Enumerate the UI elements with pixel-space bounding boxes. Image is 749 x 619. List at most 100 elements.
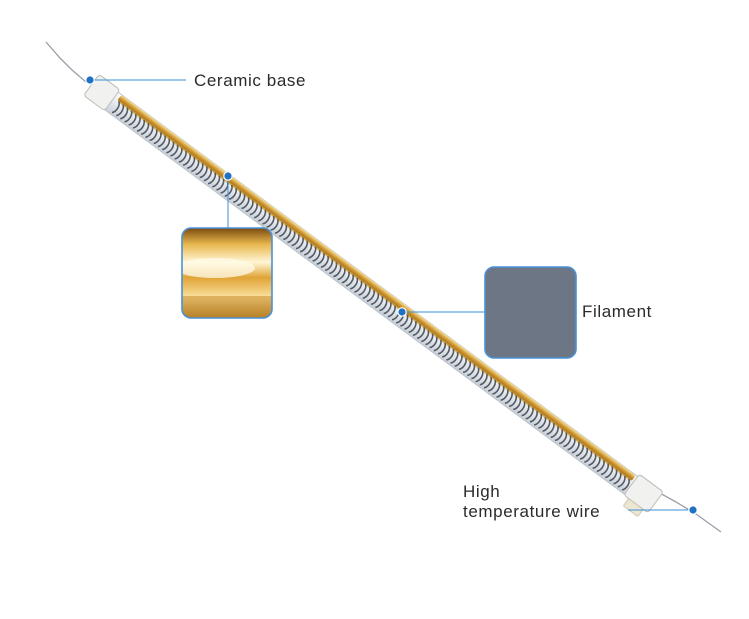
coil-turn — [404, 317, 413, 330]
coil-turn — [237, 194, 246, 207]
coil-turn — [617, 475, 626, 488]
coil-turn — [567, 438, 576, 451]
coil-turn — [354, 280, 363, 293]
coil-turn — [621, 478, 630, 491]
coil-turn — [316, 252, 325, 265]
coil-turn — [174, 147, 183, 160]
coil-turn — [232, 190, 242, 204]
coil-turn — [153, 132, 162, 145]
coil-turn — [375, 296, 384, 309]
left-lead-wire — [45, 41, 87, 83]
ceramic-base-label: Ceramic base — [194, 71, 307, 90]
coil-turn — [157, 135, 166, 148]
coil-turn — [120, 107, 129, 120]
coil-turn — [266, 215, 275, 228]
coil-turn — [492, 382, 501, 395]
coil-turn — [533, 413, 543, 426]
coil-turn — [245, 200, 254, 213]
coil-turn — [425, 333, 434, 346]
coil-turn — [546, 422, 555, 435]
coil-turn — [349, 277, 359, 290]
coil-turn — [596, 460, 605, 473]
filament-coil — [111, 101, 630, 491]
coil-turn — [517, 401, 526, 414]
left-ceramic-base — [84, 75, 120, 111]
coil-turn — [383, 302, 392, 315]
coil-turn — [554, 429, 564, 442]
coil-turn — [416, 327, 426, 340]
coil-turn — [203, 169, 212, 182]
coil-turn — [228, 187, 237, 200]
high-temperature-wire-label: High temperature wire — [463, 482, 600, 522]
coil-turn — [166, 141, 175, 154]
coil-turn — [437, 342, 447, 355]
right-base-tag — [623, 498, 644, 517]
coil-turn — [241, 197, 250, 210]
coil-turn — [542, 419, 551, 432]
coil-turn — [329, 262, 338, 275]
lamp-tube — [84, 75, 663, 517]
coil-turn — [479, 373, 488, 386]
coil-turn — [504, 391, 513, 405]
right-lead-wire — [657, 491, 722, 533]
coil-turn — [366, 289, 375, 302]
coil-turn — [487, 379, 497, 392]
coil-turn — [387, 305, 396, 318]
coil-turn — [433, 339, 442, 352]
coil-turn — [529, 410, 538, 423]
coil-turn — [304, 243, 313, 256]
coil-turn — [600, 463, 610, 476]
high-temperature-wire-label-line1: High — [463, 482, 501, 501]
coil-turn — [333, 265, 342, 278]
coil-turn — [308, 246, 317, 259]
coil-turn — [513, 398, 522, 411]
coil-turn — [454, 354, 463, 367]
coil-turn — [421, 330, 430, 343]
coil-turn — [341, 271, 350, 284]
coil-turn — [496, 385, 505, 398]
coil-turn — [550, 426, 559, 439]
coil-turn — [450, 351, 459, 364]
coil-turn — [207, 172, 217, 185]
coil-turn — [312, 249, 321, 262]
coil-turn — [140, 122, 150, 135]
coil-turn — [136, 119, 146, 132]
coil-turn — [178, 150, 187, 163]
coil-turn — [458, 357, 467, 371]
coil-turn — [191, 160, 200, 173]
coil-turn — [253, 206, 263, 219]
coil-turn — [538, 416, 547, 429]
coil-turn — [362, 286, 371, 299]
coil-turn — [182, 153, 192, 166]
coil-turn — [446, 348, 455, 361]
coil-turn — [195, 163, 204, 176]
gold-reflector-coating — [117, 95, 635, 481]
coil-turn — [345, 274, 355, 287]
coil-turn — [400, 314, 409, 327]
wire-callout-dot — [688, 505, 698, 515]
coil-turn — [379, 299, 388, 312]
coil-turn — [412, 323, 421, 337]
coil-turn — [558, 432, 568, 445]
coil-turn — [429, 336, 438, 349]
coil-turn — [592, 456, 601, 470]
gold-reflector-inset — [181, 227, 273, 319]
coil-turn — [283, 228, 292, 241]
filament-label: Filament — [582, 302, 652, 321]
coil-turn — [563, 435, 572, 448]
coil-turn — [145, 125, 154, 139]
ceramic-base-callout-dot — [85, 75, 95, 85]
coil-turn — [111, 101, 120, 114]
coil-turn — [441, 345, 451, 358]
coil-turn — [186, 156, 196, 169]
coil-turn — [128, 113, 137, 126]
coil-turn — [471, 367, 480, 380]
coil-turn — [115, 104, 125, 117]
coil-turn — [609, 469, 618, 482]
coil-turn — [291, 234, 300, 247]
coil-turn — [216, 178, 225, 191]
high-temperature-wire-label-line2: temperature wire — [463, 502, 601, 521]
coil-turn — [462, 361, 472, 374]
